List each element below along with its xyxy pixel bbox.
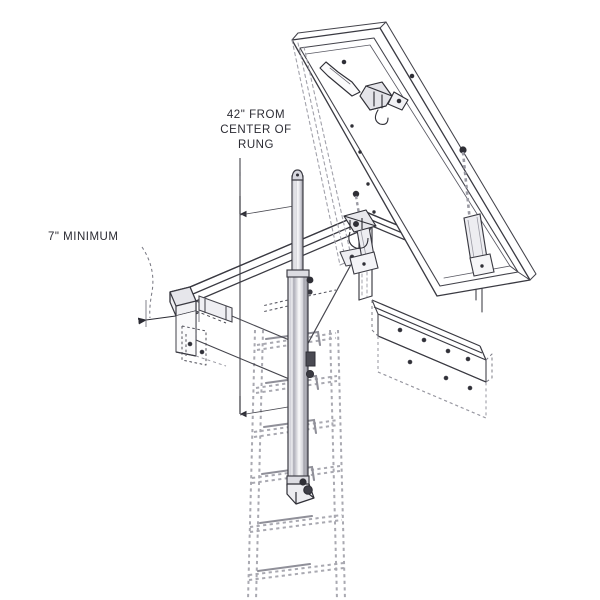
fastener-dot bbox=[358, 150, 362, 154]
ladder-rung-near-ends bbox=[256, 330, 322, 573]
fastener-dot bbox=[372, 210, 376, 214]
curb-flange-detail bbox=[198, 295, 233, 323]
fastener-dot bbox=[409, 73, 415, 79]
fastener-dot bbox=[350, 124, 354, 128]
fastener-dot bbox=[341, 59, 347, 65]
gas-spring-left bbox=[349, 190, 379, 275]
hatch-lid bbox=[291, 21, 537, 297]
mounting-bracket-left bbox=[181, 325, 207, 366]
post-cap-pin bbox=[296, 173, 299, 177]
fastener-dot bbox=[407, 359, 413, 365]
curb-flange-left bbox=[169, 286, 227, 367]
fastener-dot bbox=[443, 375, 449, 381]
post-base-shoe bbox=[286, 478, 315, 505]
ladder-rail-left bbox=[247, 329, 264, 600]
ladder-rung bbox=[249, 514, 343, 533]
post-pivot-bolt bbox=[306, 276, 314, 284]
ladder-rail-right bbox=[329, 329, 346, 600]
fastener-dot bbox=[445, 348, 451, 354]
fastener-dot bbox=[480, 264, 484, 268]
dimension-label-7-inch: 7" MINIMUM bbox=[48, 231, 119, 243]
fastener-dot bbox=[187, 341, 193, 347]
curb-panel-right bbox=[371, 299, 493, 419]
ladder-rung bbox=[248, 562, 345, 581]
gas-spring-right bbox=[459, 146, 495, 277]
dimension-label-42-inch: 42" FROM CENTER OF RUNG bbox=[220, 109, 292, 151]
ladder-rung bbox=[251, 465, 341, 484]
fastener-dot bbox=[467, 385, 473, 391]
hinge-assembly bbox=[343, 209, 377, 249]
post-pivot-bolt bbox=[307, 289, 313, 295]
safety-post-sleeve bbox=[286, 269, 316, 505]
fastener-dot bbox=[421, 337, 427, 343]
post-to-ladder-bracket bbox=[261, 289, 337, 313]
fastener-dot bbox=[396, 98, 402, 104]
latch-hardware bbox=[319, 59, 415, 125]
fastener-dot bbox=[366, 182, 370, 186]
fastener-dot bbox=[397, 327, 403, 333]
fastener-dot bbox=[199, 349, 205, 355]
fastener-dot bbox=[465, 356, 471, 362]
fastener-dot bbox=[362, 262, 366, 266]
post-lock-clamp bbox=[305, 351, 316, 379]
